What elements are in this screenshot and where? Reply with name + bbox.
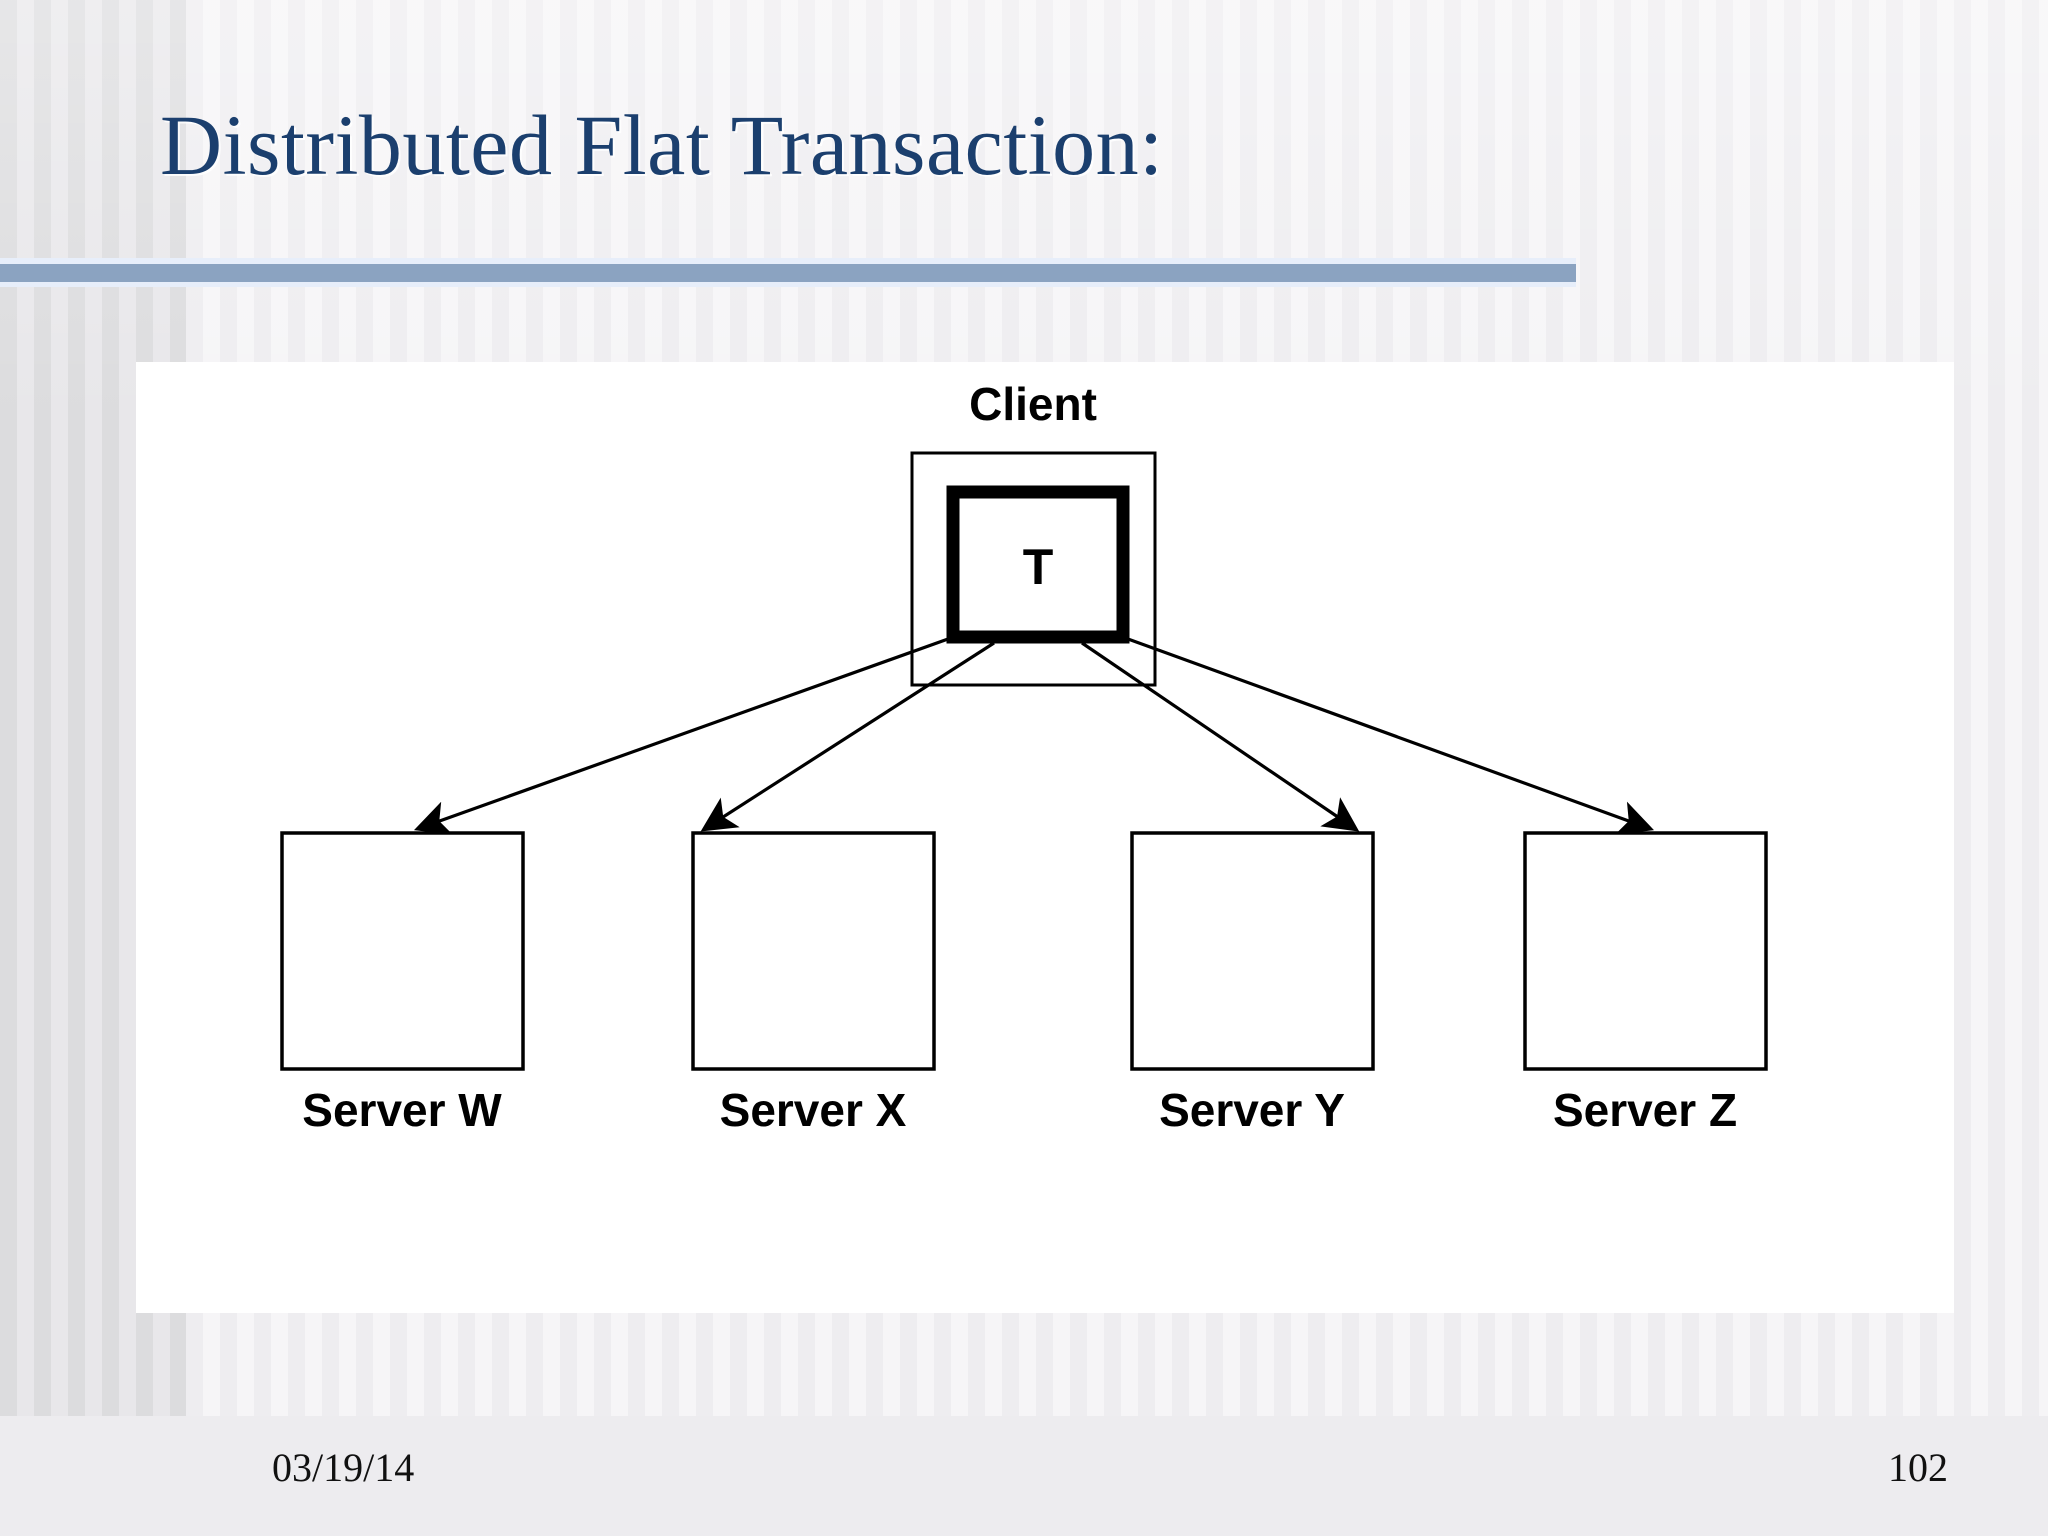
diagram-panel: Client T Server W Server X Server Y Serv…: [136, 362, 1954, 1313]
server-box-w: [280, 831, 525, 1071]
server-label-y: Server Y: [1159, 1084, 1345, 1136]
footer-date: 03/19/14: [272, 1445, 415, 1490]
server-label-z: Server Z: [1553, 1084, 1737, 1136]
title-divider: [0, 258, 1576, 287]
server-label-x: Server X: [720, 1084, 907, 1136]
title-divider-bar: [0, 264, 1576, 282]
title-divider-highlight-top: [0, 258, 1576, 264]
arrow-client-to-server-y: [1081, 641, 1360, 832]
server-box-z: [1523, 831, 1768, 1071]
footer-band: [0, 1416, 2048, 1536]
client-caption: Client: [969, 378, 1097, 430]
distributed-transaction-diagram: Client T Server W Server X Server Y Serv…: [280, 378, 1768, 1136]
title-divider-highlight-bottom: [0, 282, 1576, 287]
arrow-client-to-server-z: [1127, 637, 1655, 835]
server-box-x: [691, 831, 936, 1071]
server-box-y: [1130, 831, 1375, 1071]
transaction-box: [946, 485, 1130, 644]
arrow-client-to-server-w: [413, 637, 949, 835]
footer-page-number: 102: [1888, 1445, 1948, 1490]
page-title: Distributed Flat Transaction:: [160, 97, 1164, 193]
arrow-client-to-server-x: [700, 641, 995, 832]
server-label-w: Server W: [302, 1084, 502, 1136]
transaction-label: T: [1023, 539, 1054, 595]
